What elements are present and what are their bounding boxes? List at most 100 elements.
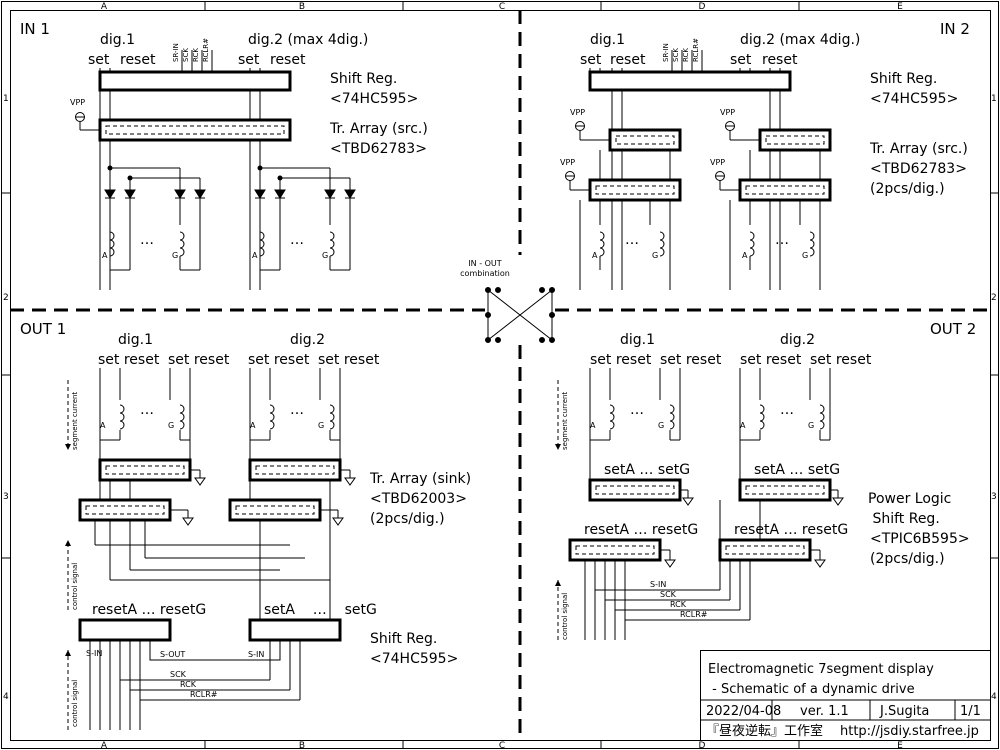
- diode: [344, 189, 356, 199]
- out1-seg-current: segment current: [71, 392, 79, 450]
- out1-shift-reg: Shift Reg.: [370, 631, 437, 647]
- coil-turn: [669, 404, 675, 414]
- ellipsis: …: [140, 402, 154, 418]
- col-label-c-top: C: [499, 2, 505, 12]
- diode: [324, 189, 336, 199]
- wiring: [79, 50, 839, 730]
- row-label-1-right: 1: [991, 94, 997, 104]
- out2-ctrl-signal: control signal: [561, 593, 569, 640]
- in2-tr-array-1a: [608, 128, 682, 152]
- out1-tr-array-2b-inner: [235, 505, 315, 515]
- coil-label: A: [590, 421, 596, 430]
- coil-turn: [119, 404, 125, 414]
- row-label-4-left: 4: [3, 692, 9, 702]
- out2-dig2: dig.2: [780, 332, 815, 348]
- coil-label: A: [742, 251, 748, 260]
- out2-tpic-1a: [588, 478, 682, 502]
- out1-rclr: RCLR#: [190, 690, 218, 699]
- junction-dot: [257, 165, 263, 171]
- in2-tr-array-2b: [738, 178, 832, 202]
- coil-turn: [179, 247, 185, 257]
- coil-turn: [819, 404, 825, 414]
- ground-symbol: [344, 477, 356, 486]
- out2-tpic-2a-inner: [745, 485, 825, 495]
- coil-turn: [599, 231, 605, 241]
- coil-turn: [749, 239, 755, 249]
- coil: [179, 404, 185, 430]
- out2-dig1: dig.1: [620, 332, 655, 348]
- title-block-author: J.Sugita: [879, 704, 929, 719]
- coil-turn: [329, 247, 335, 257]
- ground-symbol: [194, 477, 206, 486]
- in2-tr-array-note: (2pcs/dig.): [870, 181, 945, 197]
- out1-ctrl-signal-1: control signal: [71, 563, 79, 610]
- diode: [254, 189, 266, 199]
- ellipsis: …: [780, 402, 794, 418]
- coil-turn: [599, 239, 605, 249]
- coil: [109, 231, 115, 257]
- ground-symbol: [832, 497, 844, 506]
- out1-s-in: S-IN: [86, 649, 102, 658]
- ellipsis: …: [775, 232, 789, 248]
- coil-turn: [329, 420, 335, 430]
- out2-dig2-set-row: setA … setG: [754, 462, 840, 478]
- out1-sr-left-label: resetA … resetG: [92, 602, 206, 618]
- title-block-url: http://jsdiy.starfree.jp: [840, 724, 979, 739]
- in1-tr-array-part: <TBD62783>: [330, 141, 427, 157]
- coil: [819, 404, 825, 430]
- in1-shift-reg: Shift Reg.: [330, 71, 397, 87]
- coil-turn: [259, 239, 265, 249]
- diode: [174, 189, 186, 199]
- coil-turn: [119, 420, 125, 430]
- title-block-subtitle: - Schematic of a dynamic drive: [708, 682, 915, 697]
- coil: [609, 404, 615, 430]
- coil-turn: [659, 239, 665, 249]
- in1-pin-srin: SR-IN: [172, 43, 180, 62]
- coil-turn: [609, 420, 615, 430]
- out2-dig2-sr-g: set reset: [810, 352, 872, 368]
- row-label-4-right: 4: [991, 692, 997, 702]
- col-label-a-top: A: [101, 2, 108, 12]
- coil-turn: [669, 420, 675, 430]
- coil: [259, 231, 265, 257]
- ellipsis: …: [625, 232, 639, 248]
- ground-symbol: [682, 497, 694, 506]
- coil: [599, 231, 605, 257]
- title-block-studio: 『昼夜逆転』工作室: [706, 723, 823, 739]
- title-block-frame: [700, 650, 991, 741]
- coil-turn: [609, 412, 615, 422]
- coil-turn: [329, 412, 335, 422]
- in2-pin-rck: RCK: [682, 48, 690, 62]
- inner-frame: [10, 10, 991, 741]
- combo-line1: IN - OUT: [468, 259, 501, 268]
- out1-shift-reg-part: <74HC595>: [370, 651, 458, 667]
- col-label-a-bottom: A: [101, 741, 108, 750]
- coil-turn: [819, 420, 825, 430]
- ellipsis: …: [290, 402, 304, 418]
- col-label-d-bottom: D: [699, 741, 706, 750]
- arrow-head: [65, 540, 71, 546]
- coil-turn: [669, 412, 675, 422]
- out2-tpic-2a: [738, 478, 832, 502]
- in2-dig2-set: set: [730, 52, 752, 68]
- coil-turn: [259, 231, 265, 241]
- out2-dig1-reset-row: resetA … resetG: [584, 522, 698, 538]
- out2-title: OUT 2: [930, 320, 976, 338]
- in2-pin-rclr: RCLR#: [692, 38, 700, 62]
- out2-note: (2pcs/dig.): [870, 551, 945, 567]
- in1-pin-sck: SCK: [182, 48, 190, 62]
- in2-pin-sck: SCK: [672, 48, 680, 62]
- out1-dig1-sr-g: set reset: [168, 352, 230, 368]
- out1-title: OUT 1: [20, 320, 66, 338]
- out1-sck: SCK: [170, 670, 187, 679]
- coil-turn: [599, 247, 605, 257]
- row-label-1-left: 1: [3, 94, 9, 104]
- out2-part: <TPIC6B595>: [870, 531, 970, 547]
- coil-turn: [179, 231, 185, 241]
- out1-shift-register-2: [248, 618, 342, 642]
- in1-pin-rclr: RCLR#: [202, 38, 210, 62]
- diode: [274, 189, 286, 199]
- coil: [749, 231, 755, 257]
